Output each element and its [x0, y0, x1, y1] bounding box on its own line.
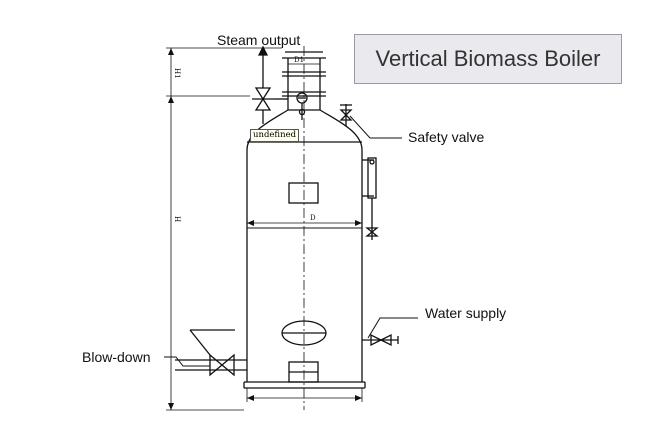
water-supply-leader [367, 317, 418, 339]
dimension-h: H [173, 216, 181, 222]
undefined-tag: undefined [250, 129, 300, 142]
safety-valve-symbol [339, 104, 353, 126]
dimension-h1: H1 [173, 68, 181, 79]
safety-valve-label: Safety valve [408, 129, 485, 145]
diagram-title: Vertical Biomass Boiler [354, 34, 622, 84]
safety-valve-leader [349, 115, 402, 139]
upper-inspection-door [288, 182, 319, 204]
water-supply-valve [362, 333, 399, 347]
dimension-d: D [310, 214, 316, 222]
water-level-gauge [362, 157, 379, 240]
blow-down-label: Blow-down [82, 349, 151, 365]
blow-down-leader [164, 356, 210, 367]
pressure-gauge [296, 92, 308, 120]
dimension-d1: D1 [294, 56, 304, 64]
boiler-body [243, 141, 366, 389]
water-supply-label: Water supply [425, 305, 507, 321]
steam-output-label: Steam output [217, 32, 301, 48]
steam-outlet-valve [252, 45, 288, 124]
blow-down-valve [175, 329, 247, 377]
